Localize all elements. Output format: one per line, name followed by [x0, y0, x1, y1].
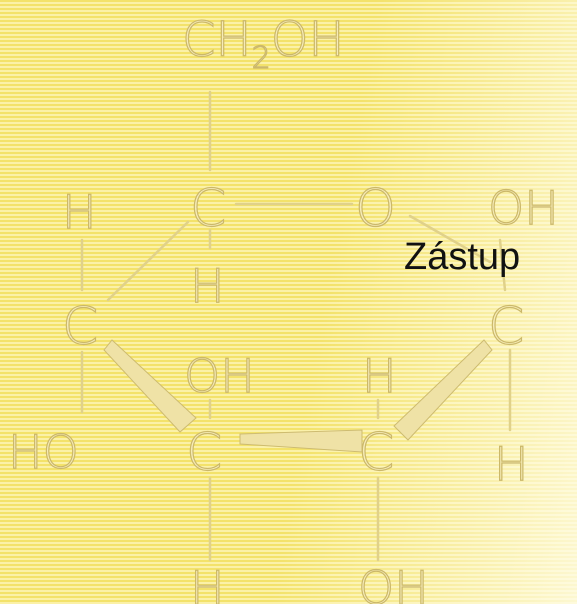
- bond-c1-oh: [498, 238, 507, 292]
- bond-c5-c4: [106, 220, 190, 302]
- bond-o-c1: [408, 214, 492, 264]
- wedge-c2-c1: [393, 339, 493, 441]
- label-c3: C: [186, 423, 222, 483]
- label-c2: C: [358, 423, 394, 483]
- bond-lines: [80, 90, 512, 562]
- label-c5: C: [190, 179, 226, 239]
- label-ch2oh: CH2OH: [182, 12, 345, 76]
- label-c1-oh: OH: [488, 181, 559, 235]
- atom-labels: CH2OH C O OH H H C C OH H HO C C H H OH: [7, 11, 559, 604]
- label-c4: C: [62, 297, 98, 357]
- label-ring-oxygen: O: [355, 179, 396, 239]
- label-c3-oh: OH: [184, 349, 255, 403]
- label-c2-oh: OH: [358, 561, 429, 604]
- label-c2-h: H: [362, 349, 397, 403]
- label-c3-h: H: [190, 561, 225, 604]
- slide-caption: Zástup: [404, 236, 521, 278]
- wedge-bonds: [103, 339, 493, 453]
- wedge-c4-c3: [103, 339, 197, 433]
- label-c1: C: [488, 297, 524, 357]
- label-c4-h-top: H: [62, 185, 97, 239]
- label-c5-h: H: [190, 259, 225, 313]
- label-c1-h: H: [494, 437, 529, 491]
- wedge-c3-c2: [239, 429, 363, 453]
- label-c4-ho: HO: [8, 425, 79, 479]
